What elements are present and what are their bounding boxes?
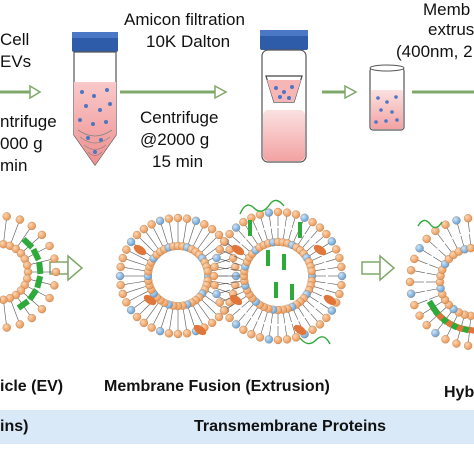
membrane-label: Memb <box>423 0 471 19</box>
membrane-fusion-caption: Membrane Fusion (Extrusion) <box>104 378 330 395</box>
centrifuge-label: Centrifuge <box>140 108 219 127</box>
amicon-filter-tube <box>260 30 308 163</box>
membrane-fusion-structure <box>115 199 347 345</box>
process-arrow-2 <box>120 84 228 100</box>
extracellular-vesicle <box>0 212 61 332</box>
ev-caption: icle (EV) <box>0 378 64 395</box>
step1-centrifuge-label: ntrifuge <box>0 112 57 131</box>
extrusion-size-label: (400nm, 2 <box>396 42 473 61</box>
extrusion-label: extrus <box>428 20 474 39</box>
hybrid-caption: Hyb <box>444 384 474 401</box>
step1-time-label: min <box>0 156 28 175</box>
step1-speed-label: 000 g <box>0 134 43 153</box>
centrifuge-tube-1 <box>72 32 118 167</box>
centrifuge-time-label: 15 min <box>152 152 204 171</box>
extrusion-vial <box>369 64 405 131</box>
dalton-label: 10K Dalton <box>146 32 231 51</box>
step1-cell-label: Cell <box>0 30 30 49</box>
legend-left-label: ins) <box>0 418 29 435</box>
process-arrow-1 <box>0 84 42 100</box>
hybrid-vesicle <box>405 214 474 350</box>
amicon-filtration-label: Amicon filtration <box>124 10 245 29</box>
legend-transmembrane-label: Transmembrane Proteins <box>194 418 387 435</box>
step1-evs-label: EVs <box>0 52 32 71</box>
centrifuge-speed-label: @2000 g <box>140 130 210 149</box>
legend-bar: ins) Transmembrane Proteins <box>0 410 474 444</box>
fusion-arrow-2 <box>361 254 396 282</box>
process-arrow-3 <box>322 84 358 100</box>
